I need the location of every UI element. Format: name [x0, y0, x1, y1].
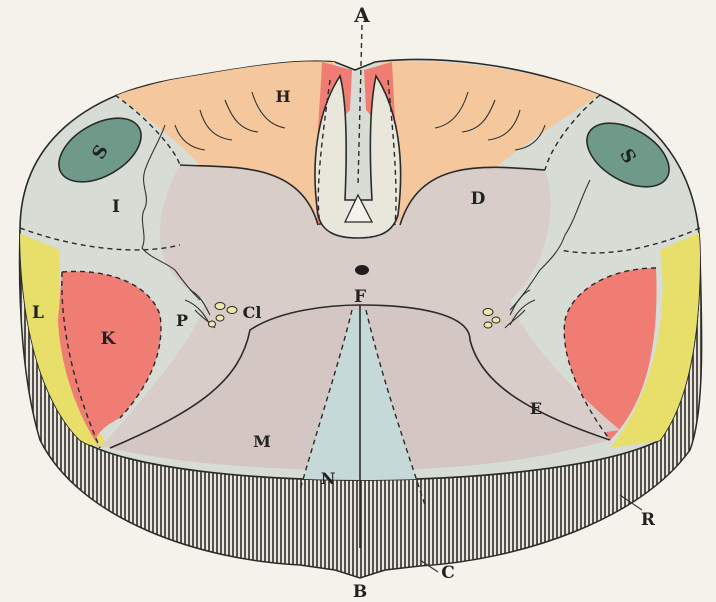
label-N: N	[321, 469, 336, 488]
label-K: K	[101, 329, 117, 349]
label-M: M	[253, 432, 271, 451]
label-A: A	[353, 3, 370, 27]
label-P: P	[176, 311, 188, 330]
label-F: F	[354, 287, 366, 307]
label-D: D	[471, 189, 486, 209]
label-B: B	[353, 582, 367, 602]
label-I: I	[112, 197, 120, 217]
label-R: R	[641, 510, 656, 530]
label-E: E	[530, 399, 542, 418]
central-canal	[355, 265, 369, 275]
label-Cl: Cl	[243, 303, 262, 322]
label-L: L	[32, 303, 44, 323]
label-H: H	[275, 87, 290, 106]
label-C: C	[441, 563, 455, 583]
